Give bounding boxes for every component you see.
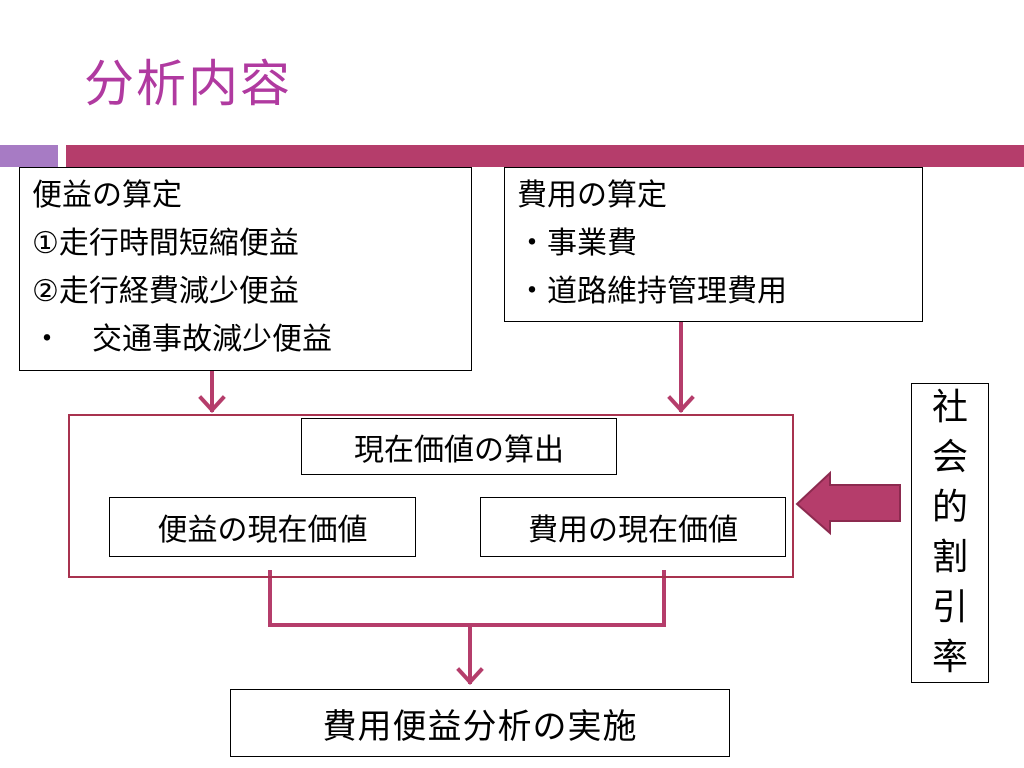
benefit-present-value-label: 便益の現在価値 <box>157 513 368 548</box>
cost-down-arrow-head <box>667 395 695 413</box>
discount-rate-block-arrow <box>795 470 901 536</box>
discount-rate-char: 割 <box>931 537 968 578</box>
discount-rate-char: 引 <box>931 587 968 628</box>
discount-rate-char: 会 <box>931 437 968 478</box>
present-value-title-box: 現在価値の算出 <box>301 418 617 475</box>
discount-rate-char: 社 <box>931 387 968 428</box>
cost-present-value-box: 費用の現在価値 <box>480 497 786 557</box>
slide-title: 分析内容 <box>84 55 292 113</box>
discount-rate-char: 的 <box>931 487 968 528</box>
cost-heading: 費用の算定 <box>517 178 667 213</box>
cost-present-value-label: 費用の現在価値 <box>528 513 738 548</box>
benefit-item: ②走行経費減少便益 <box>32 274 299 309</box>
benefit-present-value-box: 便益の現在価値 <box>109 497 416 557</box>
cost-item: ・事業費 <box>517 226 637 261</box>
discount-rate-char: 率 <box>931 637 968 678</box>
header-band <box>66 145 1024 167</box>
cost-calculation-box: 費用の算定 ・事業費 ・道路維持管理費用 <box>504 167 923 322</box>
benefit-calculation-box: 便益の算定 ①走行時間短縮便益 ②走行経費減少便益 ・ 交通事故減少便益 <box>19 167 472 371</box>
header-band-gap <box>58 145 66 167</box>
result-arrow-head <box>456 667 484 685</box>
header-band-accent <box>0 145 58 167</box>
benefit-heading: 便益の算定 <box>32 178 182 213</box>
social-discount-rate-box: 社 会 的 割 引 率 <box>911 383 989 683</box>
benefit-item: ・ 交通事故減少便益 <box>32 322 332 357</box>
benefit-down-arrow-head <box>198 395 226 413</box>
cost-item: ・道路維持管理費用 <box>517 274 787 309</box>
present-value-frame <box>68 414 794 578</box>
present-value-title: 現在価値の算出 <box>354 432 564 468</box>
cost-benefit-analysis-box: 費用便益分析の実施 <box>230 689 730 757</box>
cost-benefit-analysis-label: 費用便益分析の実施 <box>322 706 638 747</box>
benefit-item: ①走行時間短縮便益 <box>32 226 299 261</box>
